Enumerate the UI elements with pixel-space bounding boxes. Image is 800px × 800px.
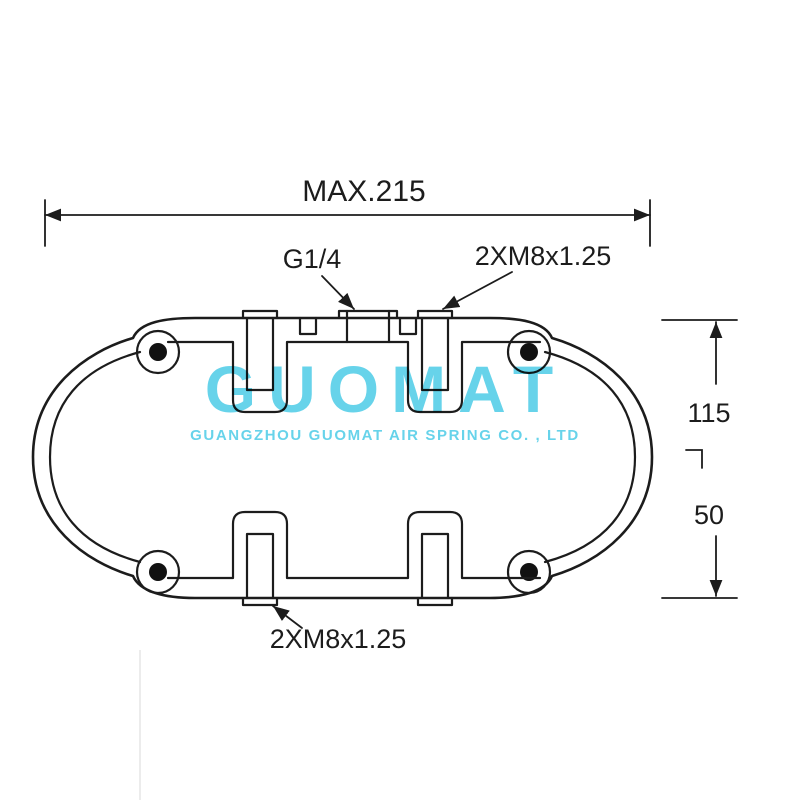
dimension-break-symbol bbox=[685, 449, 703, 469]
top-bolts-label: 2XM8x1.25 bbox=[475, 241, 612, 271]
bottom-bolt-hole-right bbox=[420, 532, 450, 600]
top-plate-rib-right bbox=[398, 316, 418, 336]
callout-top-bolts: 2XM8x1.25 bbox=[442, 241, 612, 310]
dimension-height-lower-label: 50 bbox=[694, 500, 724, 530]
top-rim-left-bolt bbox=[241, 309, 279, 320]
top-rim-right-bolt bbox=[416, 309, 454, 320]
bead-curl-top-right bbox=[506, 329, 552, 375]
callout-bottom-bolts: 2XM8x1.25 bbox=[270, 605, 407, 654]
bead-wire-top-right bbox=[520, 343, 538, 361]
bottom-bolts-leader bbox=[272, 605, 303, 629]
bottom-bolt-hole-left bbox=[245, 532, 275, 600]
top-plate-rib-left bbox=[298, 316, 318, 336]
top-bolt-hole-right bbox=[420, 316, 450, 392]
bottom-rim-left-bolt bbox=[241, 596, 279, 607]
bottom-rim-right-bolt bbox=[416, 596, 454, 607]
bead-wire-top-left bbox=[149, 343, 167, 361]
watermark-company-text: GUANGZHOU GUOMAT AIR SPRING CO. , LTD bbox=[190, 427, 580, 444]
bead-curl-bottom-right bbox=[506, 549, 552, 595]
bottom-bolts-label: 2XM8x1.25 bbox=[270, 624, 407, 654]
dimension-width-label: MAX.215 bbox=[302, 175, 425, 208]
callout-air-port: G1/4 bbox=[283, 244, 355, 310]
bottom-boss-left bbox=[231, 510, 289, 578]
bottom-boss-right bbox=[406, 510, 464, 578]
air-port-rim bbox=[337, 309, 399, 320]
bead-curl-bottom-left bbox=[135, 549, 181, 595]
watermark: GUOMAT GUANGZHOU GUOMAT AIR SPRING CO. ,… bbox=[190, 352, 580, 444]
body-outer-silhouette bbox=[31, 316, 654, 600]
dimension-overall-width: MAX.215 bbox=[44, 175, 651, 247]
air-port-bore bbox=[345, 309, 391, 344]
top-bolts-leader bbox=[442, 271, 513, 310]
air-port-leader bbox=[321, 275, 355, 310]
air-port-label: G1/4 bbox=[283, 244, 342, 274]
left-lobe-inner-wall bbox=[48, 350, 142, 564]
top-bolt-hole-left bbox=[245, 316, 275, 392]
air-spring-body bbox=[31, 309, 654, 607]
dimension-height-upper-label: 115 bbox=[687, 398, 730, 428]
dimension-heights: 115 50 bbox=[661, 319, 738, 599]
bead-wire-bottom-left bbox=[149, 563, 167, 581]
watermark-brand-text: GUOMAT bbox=[205, 352, 565, 426]
bead-wire-bottom-right bbox=[520, 563, 538, 581]
right-lobe-inner-wall bbox=[543, 350, 637, 564]
bead-curl-top-left bbox=[135, 329, 181, 375]
